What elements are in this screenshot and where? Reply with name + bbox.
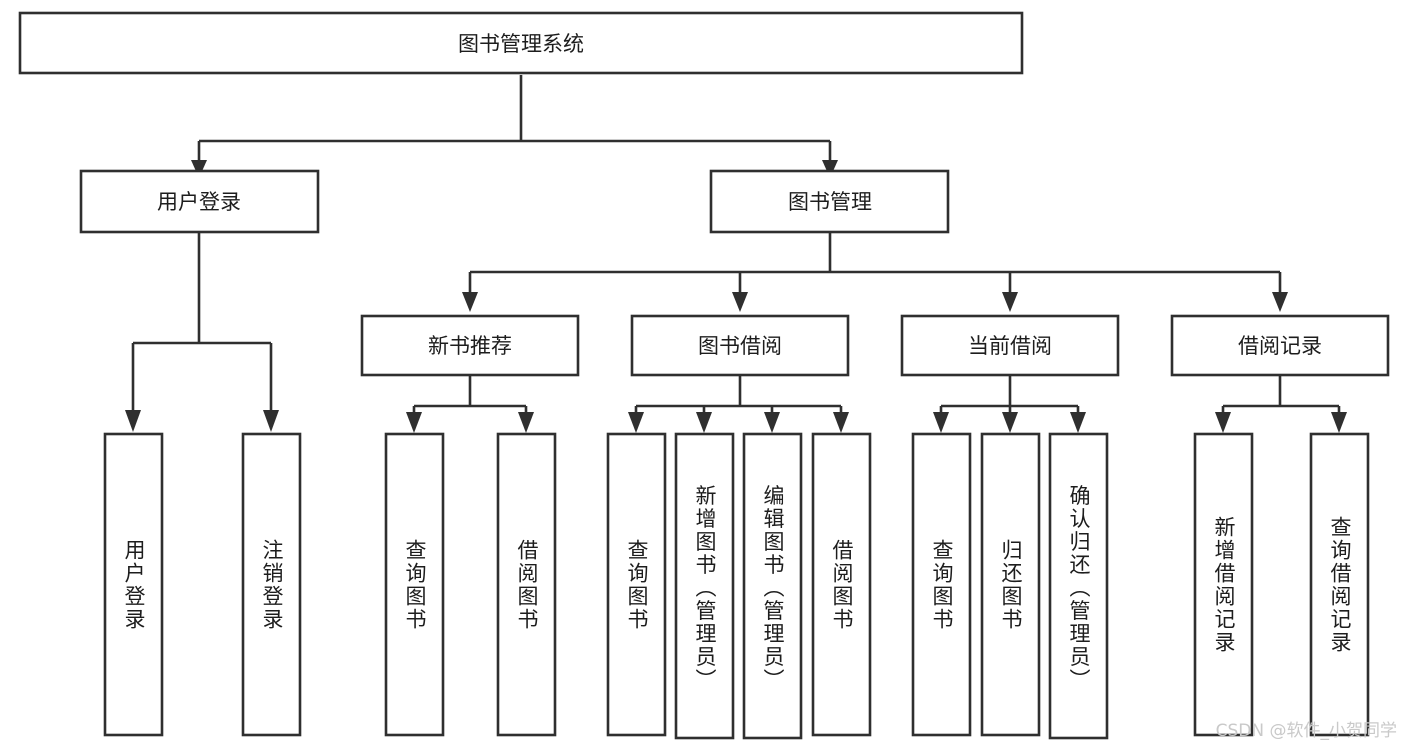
node-new-book-recommend[interactable]: 新书推荐 xyxy=(360,314,580,377)
node-leaf-add-record[interactable]: 新增借阅记录 xyxy=(1193,432,1254,737)
connector-group-user-login xyxy=(125,232,279,432)
node-leaf-add-record-label: 新增借阅记录 xyxy=(1212,516,1236,654)
connector-group-current-borrow xyxy=(933,375,1086,433)
node-leaf-query-book-2[interactable]: 查询图书 xyxy=(606,432,667,737)
node-leaf-query-record[interactable]: 查询借阅记录 xyxy=(1309,432,1370,737)
node-borrow-record-label: 借阅记录 xyxy=(1238,334,1322,358)
node-root-label: 图书管理系统 xyxy=(458,32,584,56)
node-leaf-query-book-3-label: 查询图书 xyxy=(930,539,954,631)
node-book-manage-label: 图书管理 xyxy=(788,190,872,214)
node-leaf-query-book-2-label: 查询图书 xyxy=(625,539,649,631)
node-borrow-record[interactable]: 借阅记录 xyxy=(1170,314,1390,377)
connector-group-borrow-record xyxy=(1215,375,1347,433)
node-leaf-query-book-1-label: 查询图书 xyxy=(403,539,427,631)
node-current-borrow-label: 当前借阅 xyxy=(968,334,1052,358)
node-root[interactable]: 图书管理系统 xyxy=(18,11,1024,75)
node-leaf-return-book-label: 归还图书 xyxy=(999,539,1023,631)
node-leaf-user-login[interactable]: 用户登录 xyxy=(103,432,164,737)
node-leaf-logout[interactable]: 注销登录 xyxy=(241,432,302,737)
node-leaf-borrow-book-2[interactable]: 借阅图书 xyxy=(811,432,872,737)
node-book-borrow[interactable]: 图书借阅 xyxy=(630,314,850,377)
node-leaf-confirm-return-label: 确认归还（管理员） xyxy=(1067,485,1091,692)
node-leaf-borrow-book-1-label: 借阅图书 xyxy=(515,539,539,631)
connector-group-new-book-recommend xyxy=(406,375,534,433)
node-leaf-borrow-book-2-label: 借阅图书 xyxy=(830,539,854,631)
node-user-login-label: 用户登录 xyxy=(157,190,241,214)
node-leaf-logout-label: 注销登录 xyxy=(260,539,284,631)
node-new-book-recommend-label: 新书推荐 xyxy=(428,334,512,358)
node-leaf-edit-book-label: 编辑图书（管理员） xyxy=(761,485,785,692)
node-leaf-user-login-label: 用户登录 xyxy=(122,539,146,631)
connector-group-book-manage xyxy=(462,232,1288,312)
node-current-borrow[interactable]: 当前借阅 xyxy=(900,314,1120,377)
connector-group-root xyxy=(191,75,838,178)
node-leaf-add-book[interactable]: 新增图书（管理员） xyxy=(674,432,735,740)
node-leaf-add-book-label: 新增图书（管理员） xyxy=(693,485,717,692)
node-leaf-return-book[interactable]: 归还图书 xyxy=(980,432,1041,737)
node-user-login[interactable]: 用户登录 xyxy=(79,169,320,234)
connector-group-book-borrow xyxy=(628,375,849,433)
node-leaf-query-record-label: 查询借阅记录 xyxy=(1328,516,1352,654)
node-leaf-confirm-return[interactable]: 确认归还（管理员） xyxy=(1048,432,1109,740)
node-leaf-borrow-book-1[interactable]: 借阅图书 xyxy=(496,432,557,737)
node-book-borrow-label: 图书借阅 xyxy=(698,334,782,358)
node-leaf-query-book-3[interactable]: 查询图书 xyxy=(911,432,972,737)
node-leaf-query-book-1[interactable]: 查询图书 xyxy=(384,432,445,737)
node-book-manage[interactable]: 图书管理 xyxy=(709,169,950,234)
node-leaf-edit-book[interactable]: 编辑图书（管理员） xyxy=(742,432,803,740)
